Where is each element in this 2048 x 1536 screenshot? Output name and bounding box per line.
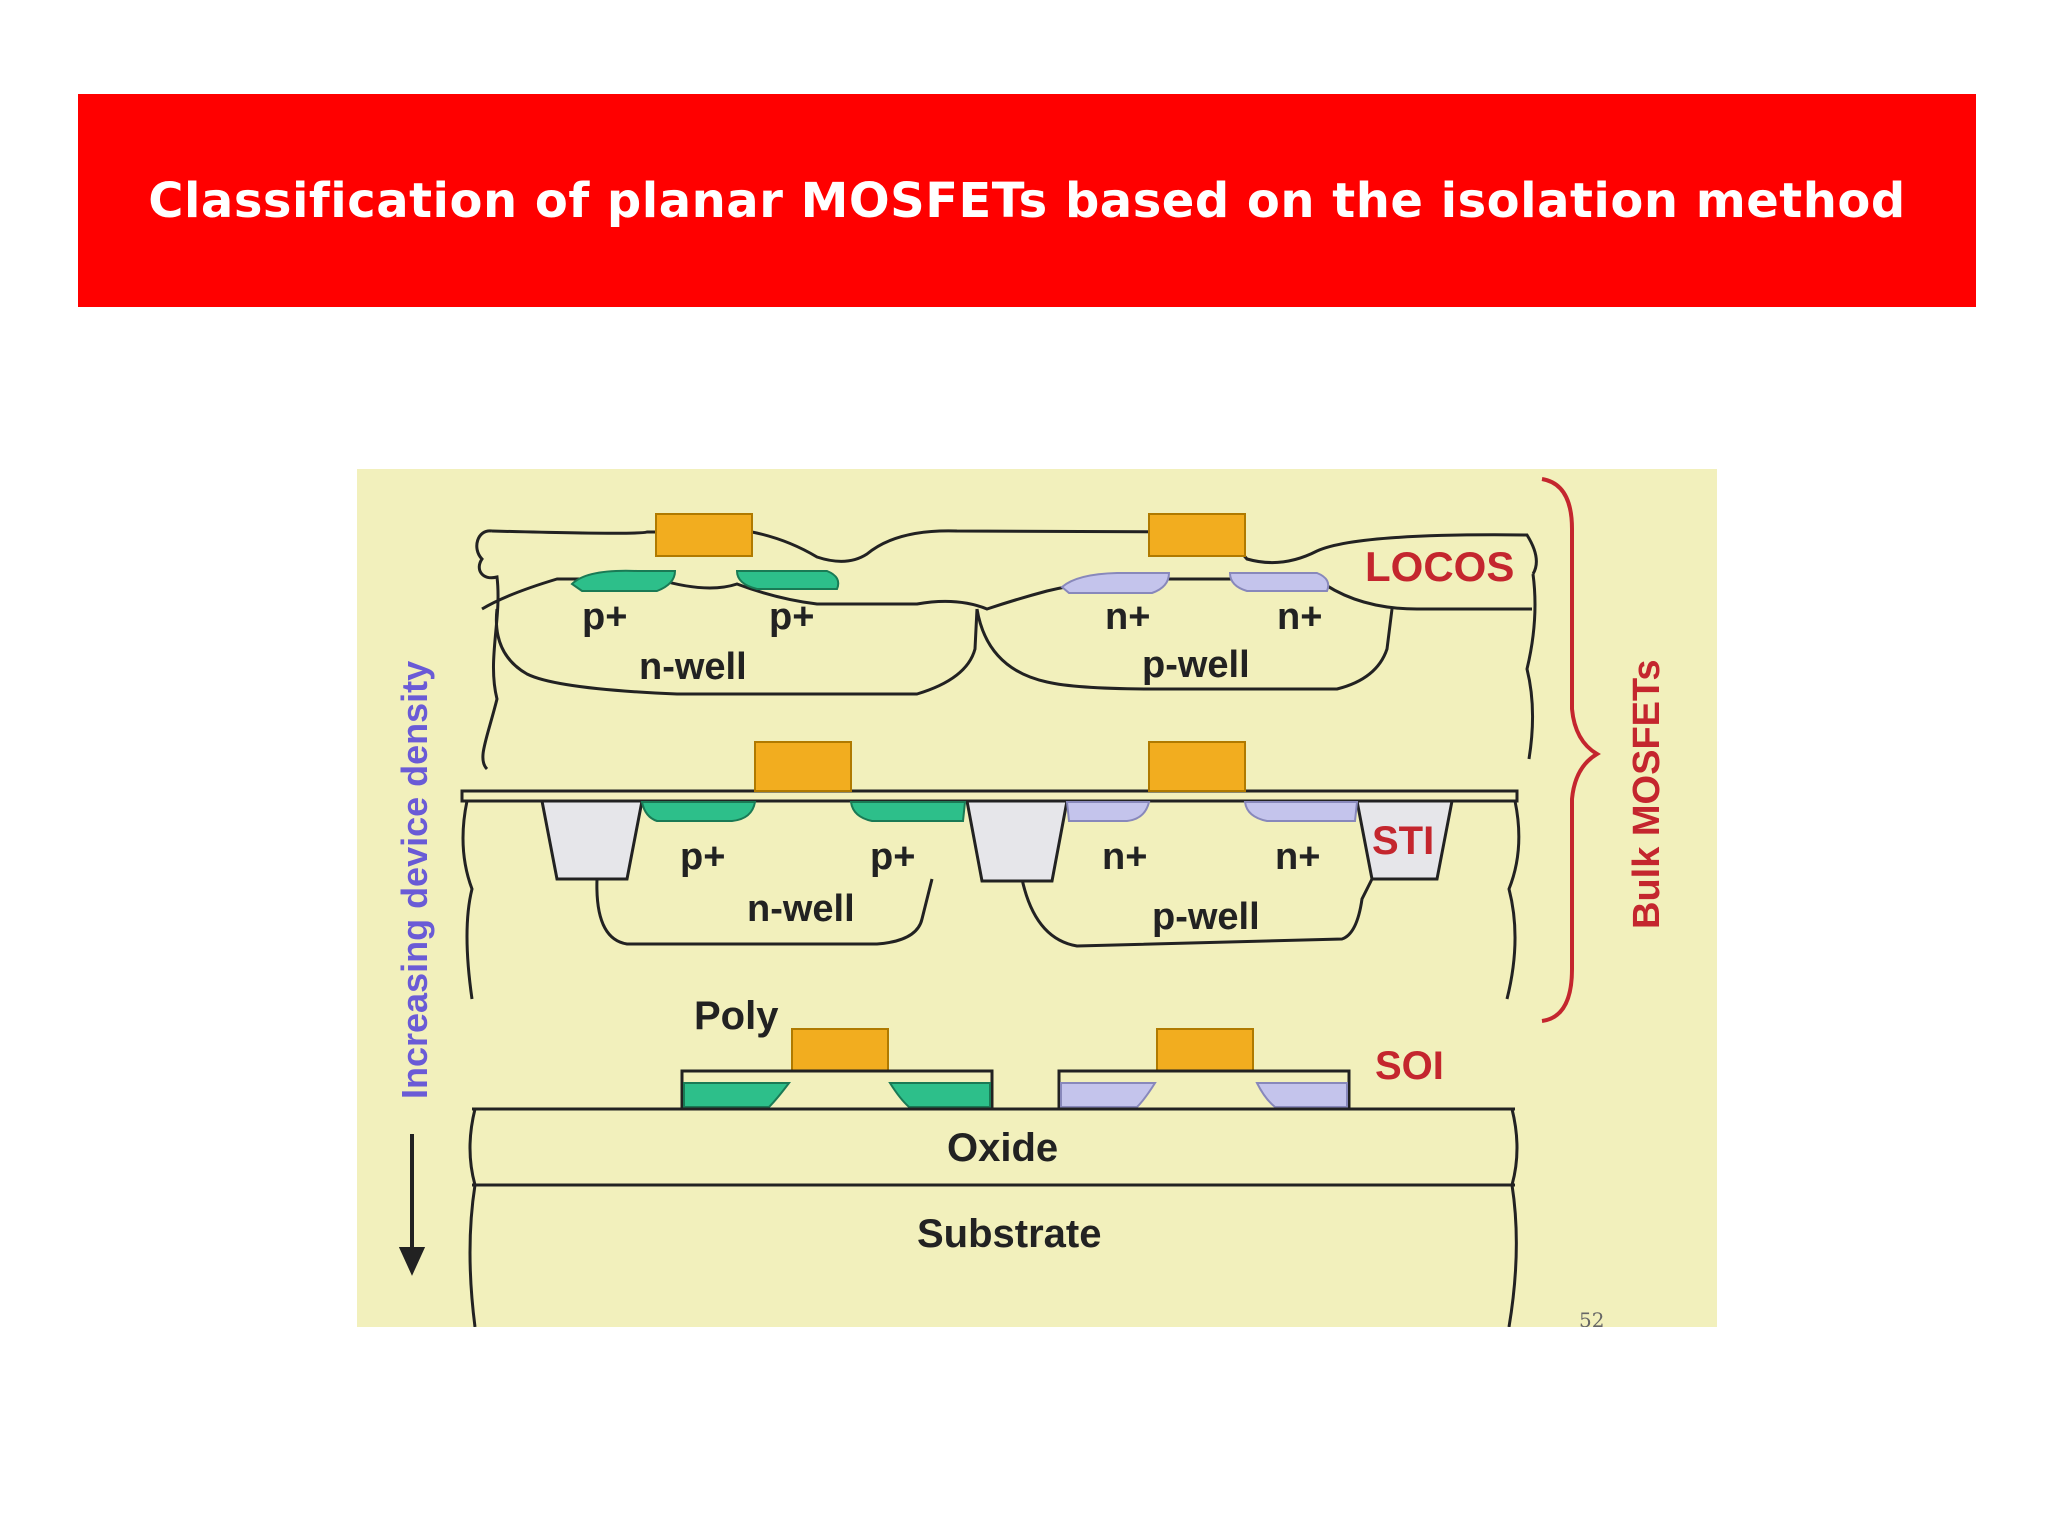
sti-n-diffusion-right (1243, 801, 1359, 822)
soi-layers (468, 1107, 1519, 1327)
bulk-mosfets-bracket (1541, 477, 1601, 1023)
locos-oxide-bottom (481, 577, 1532, 611)
sti-p-plus-1: p+ (680, 836, 725, 878)
locos-nwell-outline (494, 608, 979, 696)
locos-right-edge (1525, 573, 1537, 760)
sti-right-edge (1505, 800, 1521, 1000)
sti-nwell-outline (595, 878, 934, 946)
substrate-label: Substrate (917, 1212, 1102, 1256)
slide-title: Classification of planar MOSFETs based o… (148, 172, 1906, 229)
locos-n-diffusion-left (1060, 572, 1171, 594)
mosfet-isolation-diagram: LOCOS p+ p+ n-well n+ n+ p-well STI p+ p… (357, 469, 1717, 1327)
sti-nwell-label: n-well (747, 888, 855, 930)
diagram-svg: LOCOS p+ p+ n-well n+ n+ p-well STI p+ p… (394, 477, 1668, 1327)
sti-trench-2 (965, 799, 1069, 883)
locos-pwell-outline (975, 608, 1394, 691)
sti-p-diffusion-left (640, 801, 757, 822)
sti-p-diffusion-right (849, 801, 967, 822)
sti-gate-right (1148, 741, 1246, 792)
sti-left-edge (461, 800, 474, 1000)
locos-top-outline (475, 529, 500, 771)
locos-n-plus-2: n+ (1277, 596, 1322, 638)
soi-p-diffusion-right (888, 1082, 991, 1108)
sti-gate-left (754, 741, 852, 792)
locos-gate-right (1148, 513, 1246, 557)
locos-p-diffusion-left (570, 569, 677, 592)
sti-pwell-outline (1020, 878, 1374, 948)
locos-p-plus-2: p+ (769, 596, 814, 638)
title-banner: Classification of planar MOSFETs based o… (78, 94, 1976, 307)
soi-poly-label: Poly (694, 994, 779, 1038)
locos-n-diffusion-right (1228, 572, 1330, 592)
locos-gate-left (655, 513, 753, 557)
sti-n-plus-2: n+ (1275, 836, 1320, 878)
sti-label: STI (1372, 819, 1434, 863)
soi-right-edge (1507, 1108, 1519, 1327)
increasing-density-label: Increasing device density (394, 661, 435, 1099)
locos-p-plus-1: p+ (582, 596, 627, 638)
locos-pwell-label: p-well (1142, 644, 1250, 686)
locos-p-diffusion-right (735, 570, 840, 590)
page-number: 52 (1579, 1308, 1604, 1327)
sti-trench-1 (540, 799, 644, 881)
sti-n-plus-1: n+ (1102, 836, 1147, 878)
sti-pwell-label: p-well (1152, 896, 1260, 938)
bulk-mosfets-label: Bulk MOSFETs (1626, 659, 1668, 929)
soi-n-diffusion-right (1255, 1082, 1348, 1108)
sti-n-diffusion-left (1065, 801, 1151, 822)
locos-nwell-label: n-well (639, 646, 747, 688)
soi-gate-left (791, 1028, 889, 1072)
soi-gate-right (1156, 1028, 1254, 1072)
sti-p-plus-2: p+ (870, 836, 915, 878)
soi-n-diffusion-left (1060, 1082, 1157, 1108)
soi-label: SOI (1375, 1044, 1444, 1088)
locos-n-plus-1: n+ (1105, 596, 1150, 638)
down-arrow-icon (398, 1134, 426, 1276)
soi-p-diffusion-left (683, 1082, 792, 1108)
locos-label: LOCOS (1365, 543, 1514, 590)
soi-left-edge (468, 1108, 477, 1327)
sti-trench-3 (1355, 799, 1454, 881)
oxide-label: Oxide (947, 1126, 1058, 1170)
